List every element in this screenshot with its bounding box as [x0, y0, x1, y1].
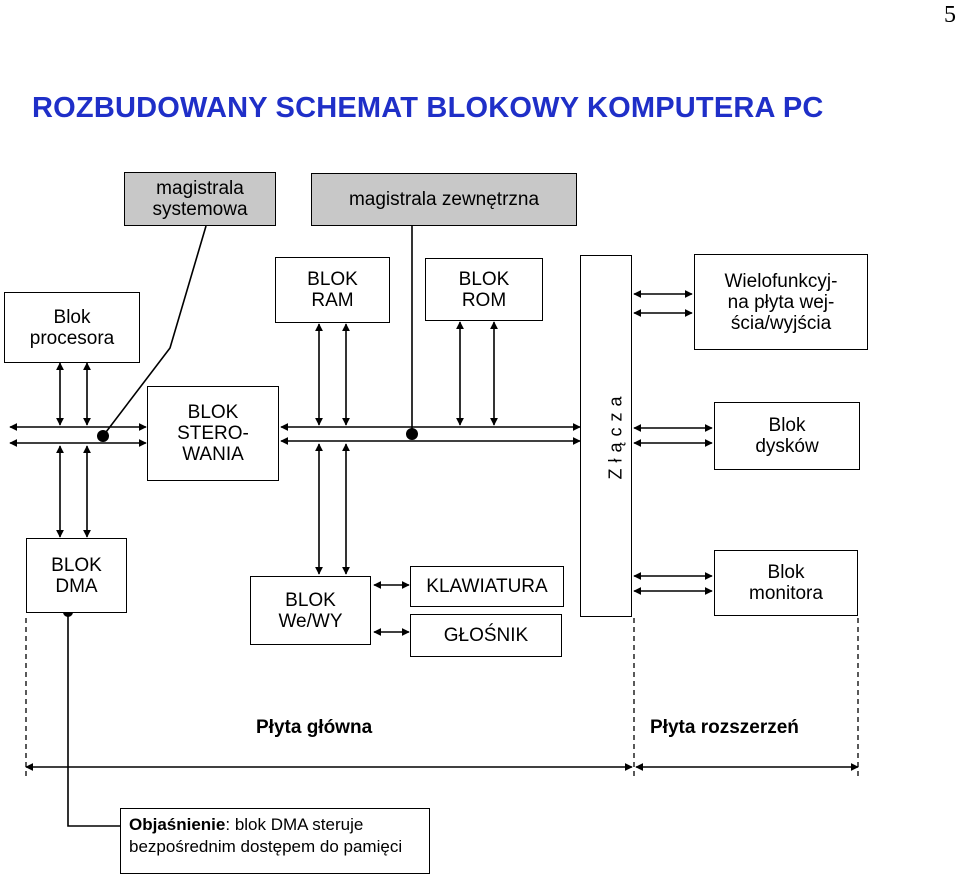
- legend-term: Objaśnienie: [129, 815, 226, 834]
- system-bus-dot: [97, 430, 109, 442]
- diagram-title: ROZBUDOWANY SCHEMAT BLOKOWY KOMPUTERA PC: [32, 92, 824, 124]
- legend-leader: [67, 612, 120, 827]
- io-block: BLOK We/WY: [250, 576, 371, 645]
- system-bus-leader: [102, 225, 207, 437]
- legend-line-1-text: : blok DMA steruje: [225, 815, 364, 834]
- connectors-label: Złącza: [605, 390, 626, 480]
- processor-block: Blok procesora: [4, 292, 140, 363]
- external-bus-label: magistrala zewnętrzna: [311, 173, 577, 226]
- motherboard-label: Płyta główna: [256, 717, 373, 738]
- keyboard-block: KLAWIATURA: [410, 566, 564, 607]
- system-bus-label: magistrala systemowa: [124, 172, 276, 226]
- rom-block: BLOK ROM: [425, 258, 543, 321]
- monitor-block: Blok monitora: [714, 550, 858, 616]
- connectors-block: [580, 255, 632, 617]
- ram-block: BLOK RAM: [275, 257, 390, 323]
- control-block: BLOK STERO- WANIA: [147, 386, 279, 481]
- speaker-block: GŁOŚNIK: [410, 614, 562, 657]
- page-number: 5: [944, 2, 956, 28]
- legend-box: Objaśnienie: blok DMA steruje bezpośredn…: [120, 808, 430, 874]
- legend-line-1: Objaśnienie: blok DMA steruje: [129, 814, 421, 836]
- dma-block: BLOK DMA: [26, 538, 127, 613]
- disks-block: Blok dysków: [714, 402, 860, 470]
- expansion-board-label: Płyta rozszerzeń: [650, 717, 799, 738]
- external-bus-dot: [406, 428, 418, 440]
- legend-line-2: bezpośrednim dostępem do pamięci: [129, 837, 403, 856]
- multifunction-io-block: Wielofunkcyj- na płyta wej- ścia/wyjścia: [694, 254, 868, 350]
